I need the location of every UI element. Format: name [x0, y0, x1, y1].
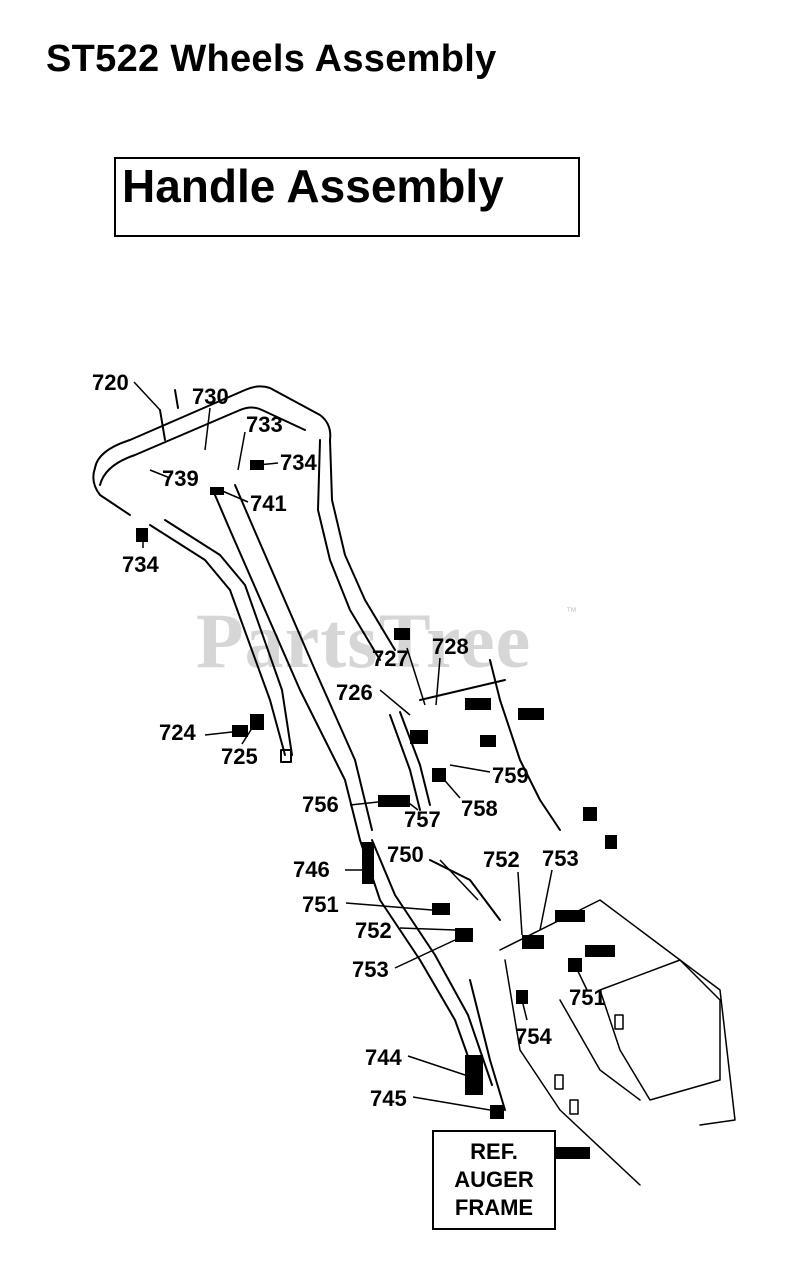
callout-751: 751: [302, 892, 339, 917]
callout-728: 728: [432, 634, 469, 659]
callout-727: 727: [372, 646, 409, 671]
handle-center-tube: [214, 484, 373, 841]
page-title: ST522 Wheels Assembly: [46, 38, 497, 80]
part-spring: [362, 842, 374, 884]
subtitle-box: Handle Assembly: [114, 157, 580, 237]
callout-753: 753: [542, 846, 579, 871]
callout-739: 739: [162, 466, 199, 491]
part-bolt: [605, 835, 617, 849]
subtitle: Handle Assembly: [122, 160, 504, 212]
part-bolt: [555, 910, 585, 922]
part-bolt: [410, 730, 428, 744]
part-bolt: [250, 460, 264, 470]
callouts: 720 730 733 734 739 741 734 727 728 726 …: [92, 370, 606, 1111]
watermark-tm: ™: [566, 606, 577, 618]
callout-741: 741: [250, 491, 287, 516]
handle-right-tube: [317, 439, 396, 661]
part-nut: [455, 928, 473, 942]
callout-734: 734: [280, 450, 317, 475]
part-bolt: [378, 795, 410, 807]
leader-lines: [133, 381, 588, 1111]
ref-line-1: REF.: [470, 1139, 518, 1164]
callout-752: 752: [355, 918, 392, 943]
part-bolt: [432, 903, 450, 915]
auger-frame: [499, 899, 736, 1186]
callout-753: 753: [352, 957, 389, 982]
callout-759: 759: [492, 763, 529, 788]
part-bolt: [583, 807, 597, 821]
handle-left-tube: [149, 519, 293, 763]
callout-756: 756: [302, 792, 339, 817]
callout-730: 730: [192, 384, 229, 409]
ref-line-2: AUGER: [454, 1167, 534, 1192]
part-bolt: [210, 487, 224, 495]
callout-751: 751: [569, 985, 606, 1010]
callout-758: 758: [461, 796, 498, 821]
part-bolt: [465, 698, 491, 710]
part-nut: [136, 528, 148, 542]
mid-bracket: [389, 659, 561, 831]
callout-750: 750: [387, 842, 424, 867]
ref-line-3: FRAME: [454, 1195, 534, 1220]
callout-744: 744: [365, 1045, 402, 1070]
part-bolt: [480, 735, 496, 747]
part-bolt: [518, 708, 544, 720]
part-spring: [465, 1055, 483, 1095]
callout-757: 757: [404, 807, 441, 832]
callout-720: 720: [92, 370, 129, 395]
callout-754: 754: [515, 1024, 552, 1049]
callout-726: 726: [336, 680, 373, 705]
part-nut: [516, 990, 528, 1004]
callout-734: 734: [122, 552, 159, 577]
callout-724: 724: [159, 720, 196, 745]
callout-733: 733: [246, 412, 283, 437]
callout-725: 725: [221, 744, 258, 769]
part-bolt: [556, 1147, 590, 1159]
callout-752: 752: [483, 847, 520, 872]
part-bolt: [585, 945, 615, 957]
callout-746: 746: [293, 857, 330, 882]
handle-upper-loop: [92, 385, 332, 516]
part-bolt: [522, 935, 544, 949]
ref-auger-frame-box: REF. AUGER FRAME: [432, 1130, 556, 1230]
part-nut: [490, 1105, 504, 1119]
callout-745: 745: [370, 1086, 407, 1111]
part-bolt: [232, 725, 248, 737]
part-bolt: [394, 628, 410, 640]
watermark: PartsTree: [196, 597, 532, 684]
